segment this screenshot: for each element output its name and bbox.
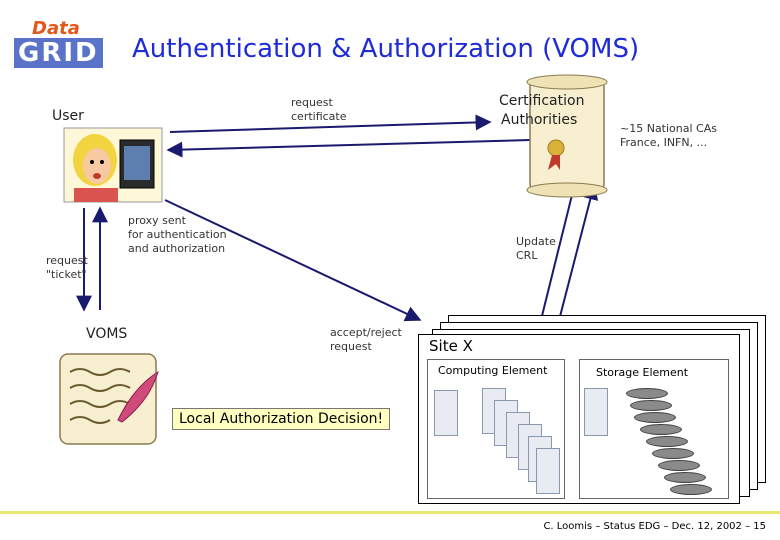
arrow-proxy-sent [164, 199, 422, 322]
voms-scroll-picture [59, 353, 159, 445]
logo-grid-text: GRID [14, 38, 103, 68]
computing-element-label: Computing Element [438, 364, 548, 377]
disk-stack-icon [634, 412, 676, 423]
user-picture [63, 127, 163, 203]
storage-element-label: Storage Element [596, 366, 689, 379]
voms-label: VOMS [86, 326, 128, 342]
update-crl-label: Update CRL [516, 235, 556, 262]
site-box: Site X Computing Element Storage Element [418, 334, 740, 504]
disk-stack-icon [670, 484, 712, 495]
disk-stack-icon [630, 400, 672, 411]
disk-stack-icon [664, 472, 706, 483]
disk-stack-icon [640, 424, 682, 435]
proxy-sent-label: proxy sent for authentication and author… [128, 214, 227, 255]
logo-data-text: Data [32, 18, 80, 39]
arrow-crl-down [533, 194, 573, 334]
accept-reject-label: accept/reject request [330, 326, 402, 353]
national-cas-label: ~15 National CAs France, INFN, ... [620, 122, 717, 149]
site-name: Site X [429, 337, 473, 355]
footer-bar [0, 511, 780, 514]
ca-label-line1: Certification [499, 93, 585, 109]
arrow-cert-back [166, 139, 531, 158]
ca-label-line2: Authorities [501, 112, 578, 128]
request-cert-label: request certificate [291, 96, 347, 123]
disk-stack-icon [652, 448, 694, 459]
local-authorization-decision: Local Authorization Decision! [172, 408, 391, 430]
storage-element-box: Storage Element [579, 359, 729, 499]
server-icon [536, 448, 560, 494]
user-label: User [52, 108, 84, 124]
disk-stack-icon [658, 460, 700, 471]
server-icon [434, 390, 458, 436]
arrow-request-cert [169, 114, 492, 133]
certificate-scroll-picture [526, 74, 608, 198]
disk-stack-icon [626, 388, 668, 399]
footer-text: C. Loomis – Status EDG – Dec. 12, 2002 –… [543, 521, 766, 532]
disk-stack-icon [646, 436, 688, 447]
computing-element-box: Computing Element [427, 359, 565, 499]
page-title: Authentication & Authorization (VOMS) [132, 34, 640, 64]
disk-icon [584, 388, 608, 436]
request-ticket-label: request "ticket" [46, 254, 88, 281]
arrow-crl-up [555, 183, 599, 333]
datagrid-logo: Data GRID [10, 18, 120, 74]
